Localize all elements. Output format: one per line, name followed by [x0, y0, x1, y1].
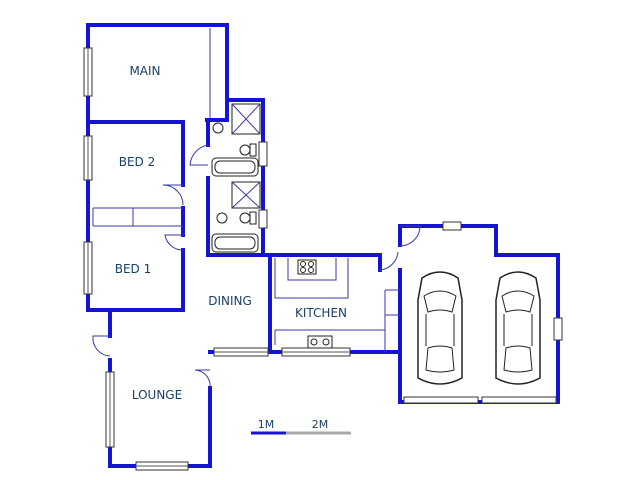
windows	[83, 47, 563, 471]
basin-icon	[216, 212, 228, 224]
toilet-icon	[239, 212, 251, 224]
room-label-bed1: BED 1	[115, 262, 152, 276]
doors	[92, 144, 421, 389]
room-labels: MAIN BED 2 BED 1 DINING KITCHEN LOUNGE	[115, 64, 347, 402]
room-label-kitchen: KITCHEN	[295, 306, 347, 320]
bathroom-fixtures	[211, 103, 261, 253]
window-garage-side	[553, 317, 563, 341]
car-icon	[417, 271, 463, 385]
window-garage-top	[442, 221, 462, 231]
car-icon	[495, 271, 541, 385]
toilet-icon	[239, 144, 251, 156]
scale-label-2m: 2M	[312, 418, 329, 431]
kitchen-fixtures	[297, 259, 333, 349]
room-label-dining: DINING	[208, 294, 252, 308]
scale-bar: 1M 2M	[251, 418, 351, 435]
basin-icon	[212, 122, 224, 134]
room-label-bed2: BED 2	[119, 155, 156, 169]
window-bath-2	[258, 209, 268, 229]
garage-door-2	[481, 396, 557, 404]
room-label-main: MAIN	[129, 64, 160, 78]
room-label-lounge: LOUNGE	[132, 388, 182, 402]
interior-lines	[92, 28, 400, 352]
window-bath-1	[258, 141, 268, 167]
scale-label-1m: 1M	[258, 418, 275, 431]
garage-door-1	[403, 396, 479, 404]
